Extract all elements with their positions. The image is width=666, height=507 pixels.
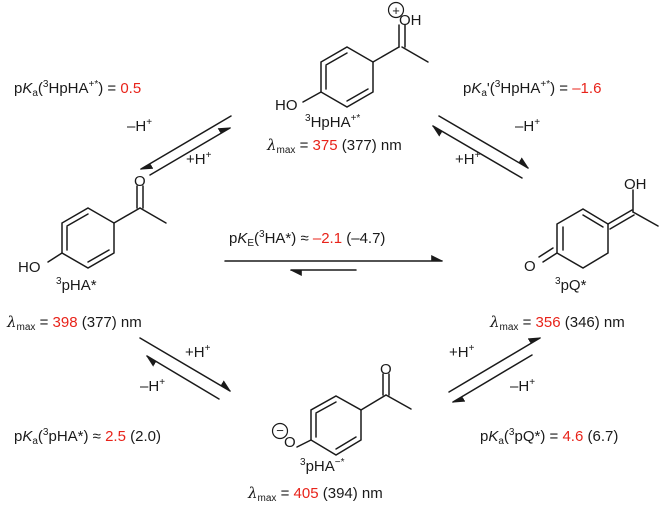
pq-atom-o: O [524,258,536,275]
phaminus-charge-symbol: − [276,423,284,438]
phaminus-atom-o-anion: O [284,434,296,451]
lambda-hpha: λmax = 375 (377) nm [267,136,402,156]
phaminus-atom-o-ketone: O [380,361,392,378]
arrow-label-bl-minus: –H+ [140,377,166,396]
arrow-bottom-right [448,337,542,403]
hpha-atom-oh: OH [399,12,422,29]
hpha-atom-ho: HO [275,97,298,114]
arrow-label-br-plus: +H+ [449,343,475,362]
structure-pq [538,189,659,269]
species-name-hpha: 3HpHA+* [305,113,361,132]
arrow-bottom-left [139,337,232,400]
structure-phaminus [296,373,412,456]
arrow-top-right [431,115,530,179]
arrow-label-br-minus: –H+ [510,377,536,396]
pha-atom-ho: HO [18,259,41,276]
pka-top-left: pKa(3HpHA+*) = 0.5 [14,79,142,99]
pha-atom-o: O [134,173,146,190]
positive-charge-circle [387,1,405,19]
pq-atom-oh: OH [624,176,647,193]
arrow-label-tl-minus: –H+ [127,117,153,136]
structure-pha [47,185,167,269]
arrow-label-tr-minus: –H+ [515,117,541,136]
arrow-center [224,255,444,276]
negative-charge-circle [271,422,289,440]
structure-hpha [302,24,429,108]
arrow-top-left [139,115,232,176]
arrow-label-tr-plus: +H+ [455,150,481,169]
lambda-phaminus: λmax = 405 (394) nm [248,484,383,504]
pka-bottom-left: pKa(3pHA*) ≈ 2.5 (2.0) [14,427,161,447]
lambda-pha: λmax = 398 (377) nm [7,313,142,333]
species-name-pq: 3pQ* [555,276,587,295]
arrow-label-tl-plus: +H+ [186,150,212,169]
species-name-phaminus: 3pHA−* [300,457,345,476]
species-name-pha: 3pHA* [56,276,97,295]
pka-top-right: pKa'(3HpHA+*) = –1.6 [463,79,602,99]
hpha-charge-symbol: + [392,3,400,18]
lambda-pq: λmax = 356 (346) nm [490,313,625,333]
pke-center: pKE(3HA*) ≈ –2.1 (–4.7) [229,229,386,249]
arrow-label-bl-plus: +H+ [185,343,211,362]
pka-bottom-right: pKa(3pQ*) = 4.6 (6.7) [480,427,619,447]
